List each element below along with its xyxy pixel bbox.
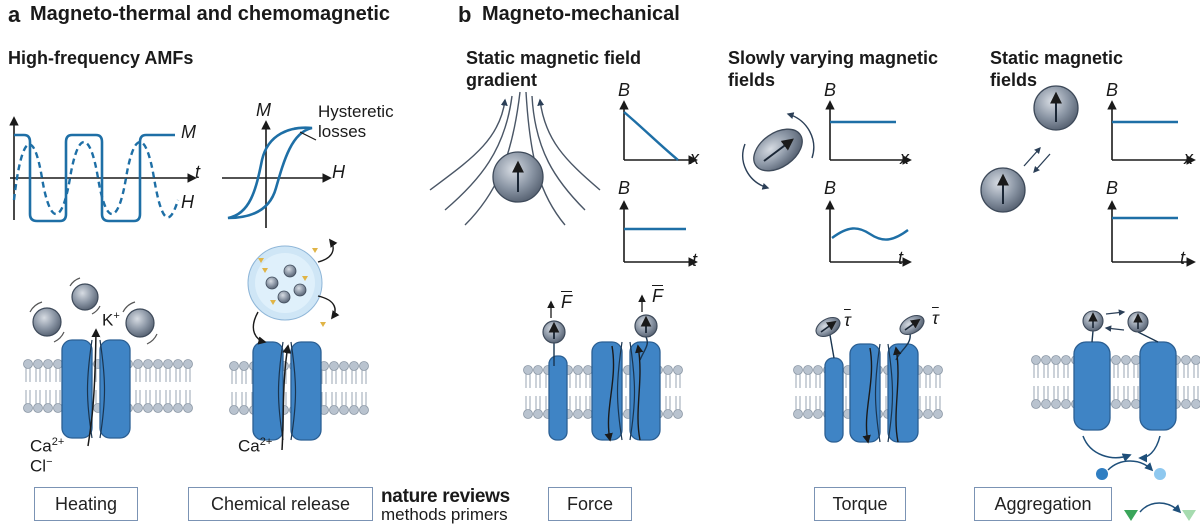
hysteresis-graph xyxy=(222,120,332,228)
force-symbol-1: F xyxy=(561,292,572,312)
hysteresis-label-1: Hysteretic xyxy=(318,102,394,121)
b1-top-y: B xyxy=(618,80,631,100)
torque-box: Torque xyxy=(814,487,906,521)
panel-a-subtitle: High-frequency AMFs xyxy=(8,48,194,68)
b3-subtitle-2: fields xyxy=(990,70,1038,90)
loop-label-h: H xyxy=(332,162,345,182)
b1-top-x: x xyxy=(690,148,699,168)
rotating-particle xyxy=(742,112,815,190)
b3-top-y: B xyxy=(1106,80,1119,100)
channel-force xyxy=(591,341,661,441)
channels xyxy=(61,330,1177,444)
wave-label-m: M xyxy=(181,122,196,142)
aggregation-box: Aggregation xyxy=(974,487,1112,521)
sensor-torque xyxy=(824,357,844,443)
b3-top-x: x xyxy=(1184,148,1193,168)
heating-box: Heating xyxy=(34,487,138,521)
b1-graph-top xyxy=(619,100,698,165)
b3-graph-bottom xyxy=(1107,200,1196,267)
waveform-graph xyxy=(9,116,197,223)
b3-subtitle-1: Static magnetic xyxy=(990,48,1124,68)
brand-line2: methods primers xyxy=(381,505,508,524)
chemical-release-box: Chemical release xyxy=(188,487,373,521)
ion-label-ca-2: Ca2+ xyxy=(238,436,273,456)
b1-bot-x: t xyxy=(692,250,698,270)
b2-bot-x: t xyxy=(898,248,904,268)
channel-aggregation-right xyxy=(1139,341,1177,431)
b3-graph-top xyxy=(1107,100,1196,165)
hysteresis-loop xyxy=(227,126,313,220)
b2-graph-top xyxy=(825,100,912,165)
panel-b-title: Magneto-mechanical xyxy=(482,3,680,25)
wave-label-t: t xyxy=(195,162,201,182)
loop-label-m: M xyxy=(256,100,271,120)
aggregation-particles xyxy=(1082,309,1196,521)
ion-label-cl: Cl− xyxy=(30,456,53,476)
b3-bot-y: B xyxy=(1106,178,1119,198)
b2-graph-bottom xyxy=(825,200,912,267)
b2-subtitle-2: fields xyxy=(728,70,776,90)
b2-top-x: x xyxy=(900,148,909,168)
b3-bot-x: t xyxy=(1180,248,1186,268)
hysteresis-label-2: losses xyxy=(318,122,367,141)
channel-heating xyxy=(61,339,131,439)
b2-subtitle-1: Slowly varying magnetic xyxy=(728,48,939,68)
channel-chemical xyxy=(252,341,322,441)
b1-subtitle-2: gradient xyxy=(466,70,538,90)
sensor-force xyxy=(548,355,568,441)
panel-b-letter: b xyxy=(458,2,472,27)
force-box: Force xyxy=(548,487,632,521)
ion-label-k: K+ xyxy=(102,310,120,330)
b2-bot-y: B xyxy=(824,178,837,198)
force-particles xyxy=(542,294,658,344)
panel-a-letter: a xyxy=(8,2,21,27)
m-square-wave xyxy=(14,133,175,223)
b2-top-y: B xyxy=(824,80,837,100)
panel-a-title: Magneto-thermal and chemomagnetic xyxy=(30,3,391,25)
b1-subtitle-1: Static magnetic field xyxy=(466,48,642,68)
aggregating-particles xyxy=(980,85,1079,213)
channel-torque xyxy=(849,343,919,443)
torque-symbol-1: τ xyxy=(844,310,851,330)
torque-symbol-2: τ xyxy=(932,308,939,328)
ion-label-ca: Ca2+ xyxy=(30,436,65,456)
h-sine-wave xyxy=(12,141,180,219)
brand-line1: nature reviews xyxy=(381,486,510,507)
torque-particles xyxy=(815,314,925,338)
force-symbol-2: F xyxy=(652,286,663,306)
wave-label-h: H xyxy=(181,192,194,212)
channel-aggregation-left xyxy=(1073,341,1111,431)
heating-particles xyxy=(29,277,158,447)
b1-bot-y: B xyxy=(618,178,631,198)
b1-graph-bottom xyxy=(619,200,698,267)
vesicle xyxy=(247,238,340,451)
